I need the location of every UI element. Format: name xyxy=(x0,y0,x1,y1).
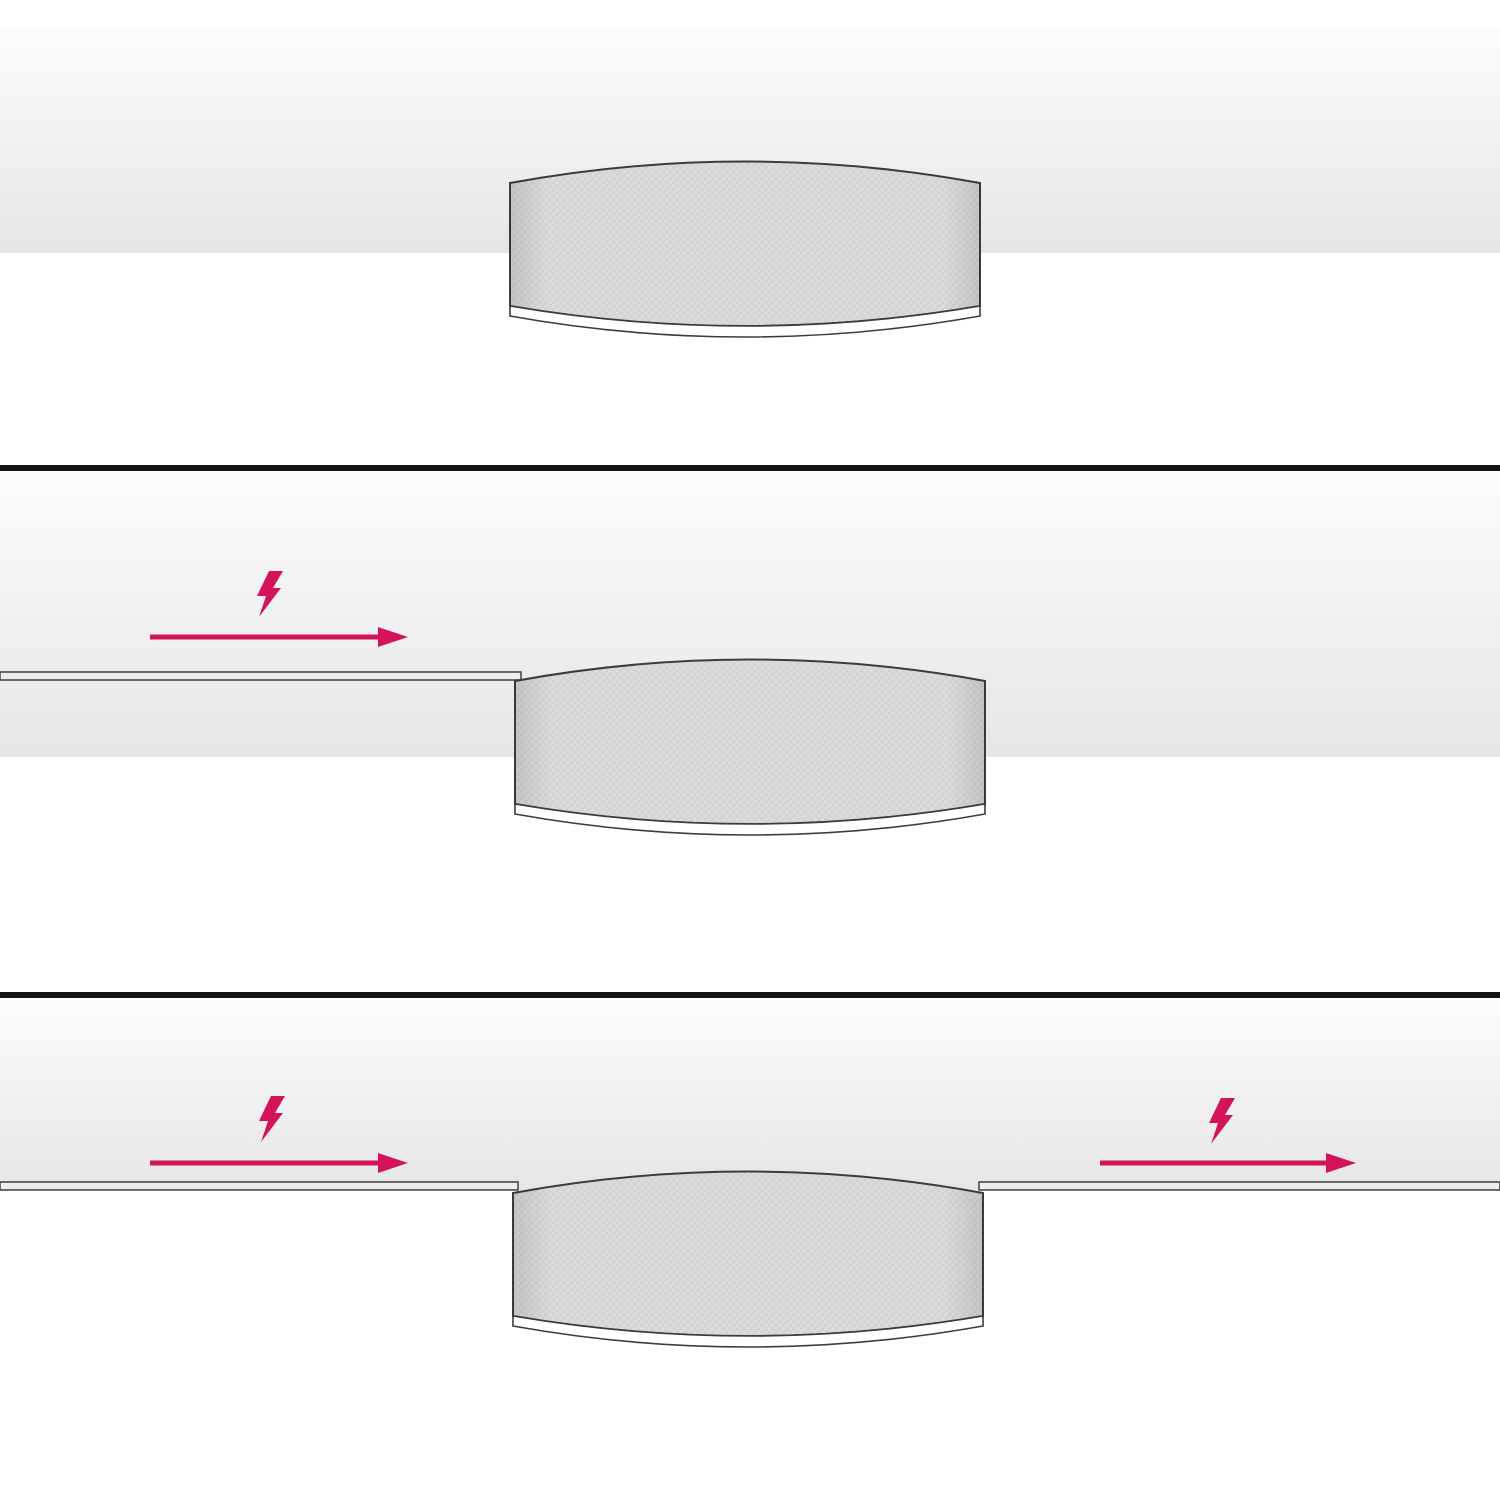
ceiling-surface xyxy=(0,998,1500,1190)
lightning-bolt-icon xyxy=(259,1096,285,1142)
scene-cable-in-out xyxy=(0,1096,1500,1348)
panel-divider xyxy=(0,992,1500,998)
scene-cable-in xyxy=(0,571,986,836)
power-cable-left xyxy=(0,671,522,681)
arrow-right-icon xyxy=(150,1153,408,1173)
arrow-right-icon xyxy=(1100,1153,1356,1173)
lightning-bolt-icon xyxy=(257,571,283,617)
current-flow-left xyxy=(150,1096,408,1173)
arrow-right-icon xyxy=(150,627,408,647)
lightning-bolt-icon xyxy=(1209,1098,1235,1144)
drum-lampshade xyxy=(509,160,981,338)
power-cable-right xyxy=(978,1181,1500,1191)
panel-lamp-cable-in-out xyxy=(0,998,1500,1500)
panel-lamp-cable-in xyxy=(0,471,1500,992)
panel-lamp-no-cable xyxy=(0,0,1500,465)
scene-no-cable xyxy=(509,160,981,338)
power-cable-left xyxy=(0,1181,519,1191)
current-flow-left xyxy=(150,571,408,647)
drum-lampshade xyxy=(512,1170,984,1348)
drum-lampshade xyxy=(514,658,986,836)
panel-divider xyxy=(0,465,1500,471)
current-flow-right xyxy=(1100,1098,1356,1173)
